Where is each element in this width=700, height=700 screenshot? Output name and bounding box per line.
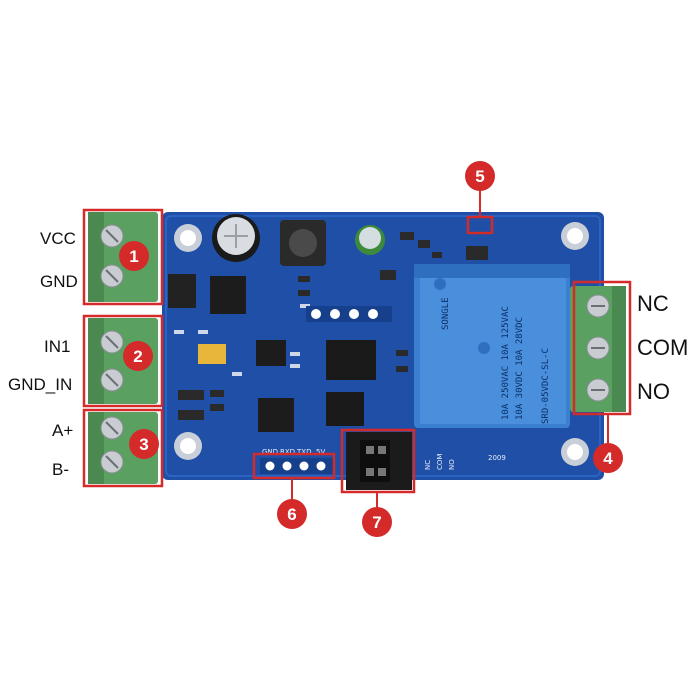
highlight-power xyxy=(82,208,164,306)
label-a-plus: A+ xyxy=(52,421,74,440)
highlight-rs485 xyxy=(82,408,164,488)
relay-model: SRD-05VDC-SL-C xyxy=(541,348,551,424)
pin-label-gnd: GND xyxy=(262,448,278,456)
svg-text:7: 7 xyxy=(372,513,381,532)
highlight-boxes xyxy=(82,208,632,494)
pin-label-rxd: RXD xyxy=(280,448,295,456)
relay-side-label-com: COM xyxy=(436,454,444,470)
marker-4: 4 xyxy=(593,443,623,473)
svg-text:6: 6 xyxy=(287,505,296,524)
marker-1: 1 xyxy=(119,241,149,271)
silkscreen-marks xyxy=(174,304,310,376)
terminal-block-input xyxy=(88,318,158,404)
marker-6: 6 xyxy=(277,499,307,529)
relay-side-label-nc: NC xyxy=(424,460,432,470)
capacitor-green xyxy=(355,225,385,255)
label-nc: NC xyxy=(637,291,669,316)
label-in1: IN1 xyxy=(44,337,71,356)
highlight-uart-header xyxy=(252,452,336,480)
relay xyxy=(414,264,570,428)
pin-header-p1 xyxy=(306,306,392,322)
svg-text:2: 2 xyxy=(133,347,142,366)
yellow-capacitor xyxy=(198,344,226,364)
marker-2: 2 xyxy=(123,341,153,371)
ic-chip xyxy=(258,398,294,432)
svg-text:1: 1 xyxy=(129,247,138,266)
highlight-relay-output xyxy=(572,280,632,416)
ic-chip xyxy=(210,276,246,314)
mounting-holes xyxy=(174,222,589,466)
ic-chip xyxy=(326,340,376,380)
marker-3: 3 xyxy=(129,429,159,459)
svg-text:4: 4 xyxy=(603,449,613,468)
ic-chip xyxy=(168,274,196,308)
highlight-input xyxy=(82,314,164,408)
pin-header-uart xyxy=(260,458,334,474)
ic-chip xyxy=(326,392,364,426)
pin-label-5v: 5V xyxy=(316,448,325,456)
marker-leaders xyxy=(291,188,609,508)
pin-label-txd: TXD xyxy=(296,448,311,456)
terminal-block-right xyxy=(570,286,626,412)
label-gnd: GND xyxy=(40,272,78,291)
ic-chip xyxy=(256,340,286,366)
label-no: NO xyxy=(637,379,670,404)
label-gnd-in: GND_IN xyxy=(8,375,73,394)
jumper-block xyxy=(346,432,412,490)
smd-components xyxy=(178,232,488,420)
relay-rating-line-1: 10A 250VAC 10A 125VAC xyxy=(501,306,511,420)
label-vcc: VCC xyxy=(40,229,76,248)
marker-5: 5 xyxy=(465,161,495,191)
relay-rating-line-2: 10A 30VDC 10A 28VDC xyxy=(515,317,525,420)
relay-side-label-no: NO xyxy=(448,459,456,470)
board-code: 2009 xyxy=(488,454,506,462)
svg-text:5: 5 xyxy=(475,167,484,186)
svg-text:3: 3 xyxy=(139,435,148,454)
capacitor-large xyxy=(212,214,260,262)
relay-brand: SONGLE xyxy=(441,297,451,330)
marker-7: 7 xyxy=(362,507,392,537)
label-com: COM xyxy=(637,335,689,360)
label-b-minus: B- xyxy=(52,460,69,479)
